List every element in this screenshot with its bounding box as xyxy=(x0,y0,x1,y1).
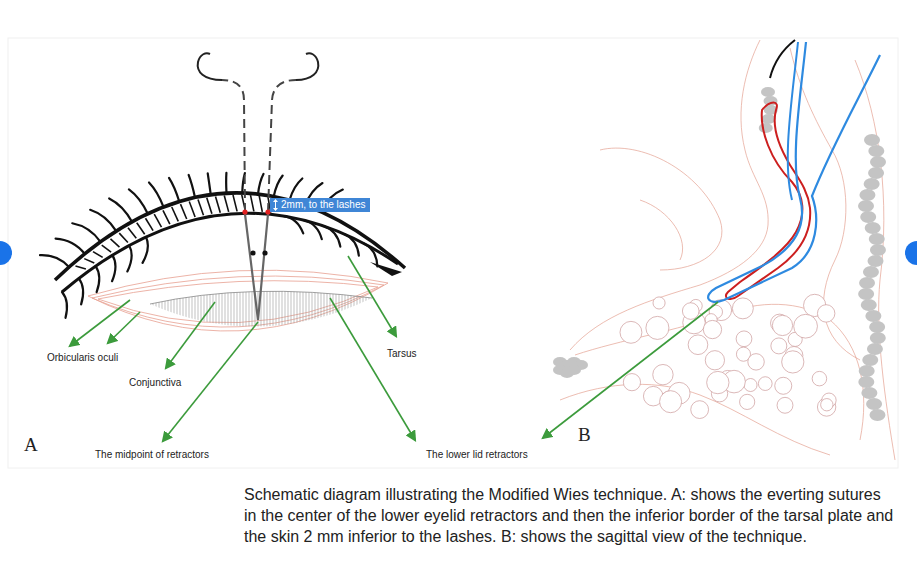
sagittal-tissue-outlines xyxy=(560,40,895,460)
part-label: Conjunctiva xyxy=(129,377,181,389)
eyelash xyxy=(770,40,795,78)
eyelid xyxy=(55,193,405,292)
everting-suture xyxy=(198,53,319,320)
part-label: The midpoint of retractors xyxy=(95,449,209,461)
eyelashes xyxy=(40,173,377,318)
dimension-text: 2mm, to the lashes xyxy=(281,199,366,211)
suture-blue-path xyxy=(708,42,880,302)
dimension-tag: 2mm, to the lashes xyxy=(270,198,370,212)
carousel-button xyxy=(905,241,917,265)
grey-tissue xyxy=(553,87,886,421)
part-label: The lower lid retractors xyxy=(426,449,528,461)
panel-letter: A xyxy=(24,434,38,457)
carousel-button xyxy=(0,241,12,265)
leader-arrow xyxy=(543,302,718,438)
part-label: Orbicularis oculi xyxy=(47,352,118,364)
orbicularis-layers xyxy=(88,270,388,331)
suture-blue-path xyxy=(788,42,798,200)
part-label: Tarsus xyxy=(387,348,416,360)
figure-frame xyxy=(8,38,898,468)
double-arrow-icon xyxy=(271,198,280,212)
orbital-fat xyxy=(620,294,836,418)
leader-arrows xyxy=(70,256,415,441)
panel-letter: B xyxy=(578,424,591,447)
figure-caption: Schematic diagram illustrating the Modif… xyxy=(244,484,894,547)
